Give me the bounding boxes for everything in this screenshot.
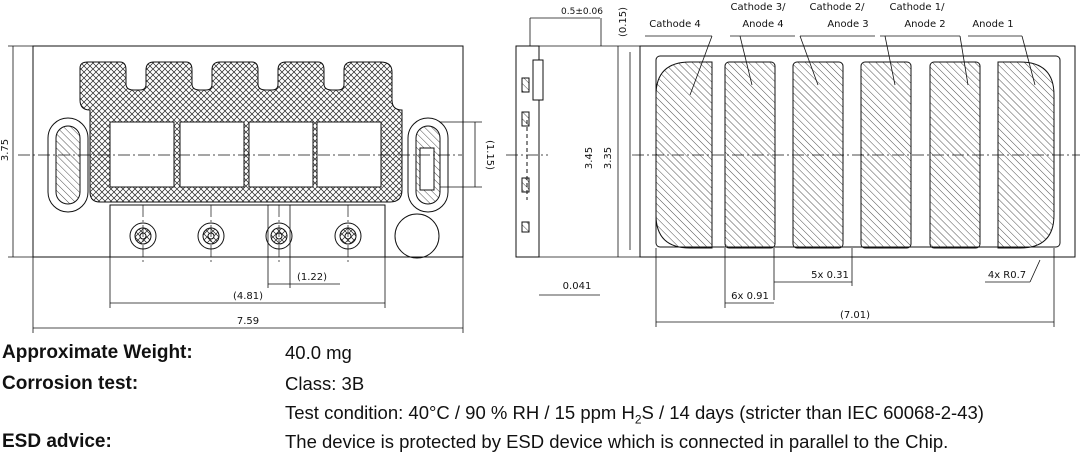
front-pad-1 [109,121,175,188]
condition-suffix: S / 14 days (stricter than IEC 60068-2-4… [641,402,984,423]
side-bottom-offset-label: 0.041 [563,281,592,292]
top-radius-label: 4x R0.7 [988,270,1026,281]
corrosion-class: Class: 3B [285,373,365,394]
weight-label: Approximate Weight: [2,342,193,363]
top-view [632,35,1080,327]
screw-row [129,213,440,259]
top-width-label: (7.01) [840,310,870,321]
weight-row: Approximate Weight: 40.0 mg [0,342,1080,370]
side-body [515,45,540,258]
front-view [8,45,482,333]
label-anode-3: Anode 3 [827,19,868,30]
corrosion-condition-row: Test condition: 40°C / 90 % RH / 15 ppm … [0,402,1080,430]
label-cathode-4: Cathode 4 [649,19,701,30]
left-slot-inner [55,125,81,205]
cathode-4-pad [655,61,713,249]
side-height-inner-label: 3.35 [603,147,614,169]
corrosion-row: Corrosion test: Class: 3B [0,373,1080,401]
top-gap-label: 5x 0.31 [811,270,849,281]
pad-cathode1-anode2 [860,61,912,249]
technical-drawing: 3.75 (1.15) (1.22) (4.81) 7.59 0.5±0.06 … [0,2,1080,333]
front-width-label: 7.59 [237,316,259,327]
label-anode-1: Anode 1 [972,19,1013,30]
side-height-outer-label: 3.45 [584,147,595,169]
condition-prefix: Test condition: 40°C / 90 % RH / 15 ppm … [285,402,635,423]
weight-value: 40.0 mg [285,342,352,363]
label-cathode-2: Cathode 2/ [810,2,866,13]
pad-cathode2-anode3 [792,61,844,249]
label-anode-4: Anode 4 [742,19,783,30]
corrosion-condition: Test condition: 40°C / 90 % RH / 15 ppm … [285,402,984,427]
top-body-outline [639,45,1076,258]
label-cathode-3: Cathode 3/ [731,2,787,13]
esd-label: ESD advice: [2,431,112,452]
corrosion-label: Corrosion test: [2,373,139,394]
front-pad-2 [179,121,245,188]
condition-subscript: 2 [634,412,642,427]
front-lower-block [109,204,386,258]
esd-value: The device is protected by ESD device wh… [285,431,949,452]
top-pad-width-label: 6x 0.91 [731,291,769,302]
front-pitch-label: (1.22) [297,272,327,283]
front-height-label: 3.75 [0,139,11,161]
right-slot-window [419,147,435,191]
label-cathode-1: Cathode 1/ [890,2,946,13]
side-view [506,17,640,296]
side-thickness-label: 0.5±0.06 [561,7,603,17]
esd-row: ESD advice: The device is protected by E… [0,431,1080,459]
side-top-offset-label: (0.15) [618,7,629,37]
front-pad-height-label: (1.15) [484,140,495,170]
front-pad-3 [248,121,314,188]
pad-cathode3-anode4 [724,61,776,249]
front-row-width-label: (4.81) [233,291,263,302]
label-anode-2: Anode 2 [904,19,945,30]
pad-anode2-extra [929,61,981,249]
front-pad-4 [316,121,382,188]
anode-1-pad [997,61,1055,249]
